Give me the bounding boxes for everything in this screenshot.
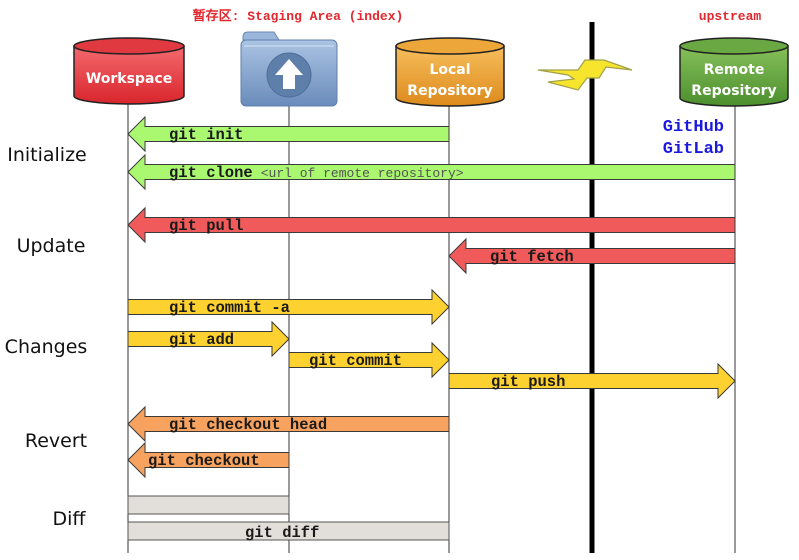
git-fetch-label: git fetch bbox=[490, 248, 574, 266]
local-repository-label-2: Repository bbox=[407, 83, 492, 99]
git-commit-arrow bbox=[288, 341, 450, 379]
git-commit-label: git commit bbox=[309, 352, 402, 370]
git-clone-arg: <url of remote repository> bbox=[261, 166, 464, 181]
git-checkout-arrow bbox=[127, 441, 290, 479]
git-init-label: git init bbox=[169, 126, 243, 144]
phase-initialize: Initialize bbox=[7, 144, 87, 166]
upstream-title: upstream bbox=[699, 9, 762, 24]
remote-repository-node: Remote Repository bbox=[679, 37, 789, 107]
git-diff-label: git diff bbox=[245, 524, 319, 542]
lightning-bolt-icon bbox=[537, 59, 633, 91]
workspace-node: Workspace bbox=[73, 37, 185, 105]
folder-upload-icon bbox=[240, 31, 338, 107]
host-gitlab: GitLab bbox=[663, 140, 724, 159]
phase-revert: Revert bbox=[25, 430, 87, 452]
git-pull-label: git pull bbox=[169, 217, 243, 235]
local-repository-label-1: Local bbox=[429, 62, 470, 78]
git-fetch-arrow bbox=[448, 237, 736, 275]
git-clone-label-group: git clone <url of remote repository> bbox=[169, 164, 464, 182]
git-add-label: git add bbox=[169, 331, 234, 349]
phase-diff: Diff bbox=[53, 508, 87, 530]
diff-bar-staged bbox=[127, 495, 290, 515]
remote-repository-label-2: Repository bbox=[691, 83, 776, 99]
git-add-arrow bbox=[127, 320, 290, 358]
git-pull-arrow bbox=[127, 206, 736, 244]
git-commit-a-label: git commit -a bbox=[169, 299, 290, 317]
staging-area-title: 暂存区: Staging Area (index) bbox=[193, 8, 404, 24]
phase-changes: Changes bbox=[5, 336, 88, 358]
git-clone-label: git clone bbox=[169, 164, 253, 182]
git-push-arrow bbox=[448, 362, 736, 400]
git-init-arrow bbox=[127, 115, 450, 153]
remote-repository-label-1: Remote bbox=[704, 62, 765, 78]
command-arrows bbox=[127, 115, 736, 479]
workspace-label: Workspace bbox=[86, 71, 172, 87]
git-push-label: git push bbox=[491, 373, 565, 391]
diff-bar-local bbox=[127, 521, 450, 541]
git-commit-a-arrow bbox=[127, 288, 450, 326]
phase-update: Update bbox=[17, 235, 86, 257]
local-repository-node: Local Repository bbox=[395, 37, 505, 107]
git-checkout-head-label: git checkout head bbox=[169, 416, 327, 434]
git-checkout-label: git checkout bbox=[148, 452, 260, 470]
git-checkout-head-arrow bbox=[127, 405, 450, 443]
git-clone-arrow bbox=[127, 153, 736, 191]
host-github: GitHub bbox=[663, 118, 724, 137]
